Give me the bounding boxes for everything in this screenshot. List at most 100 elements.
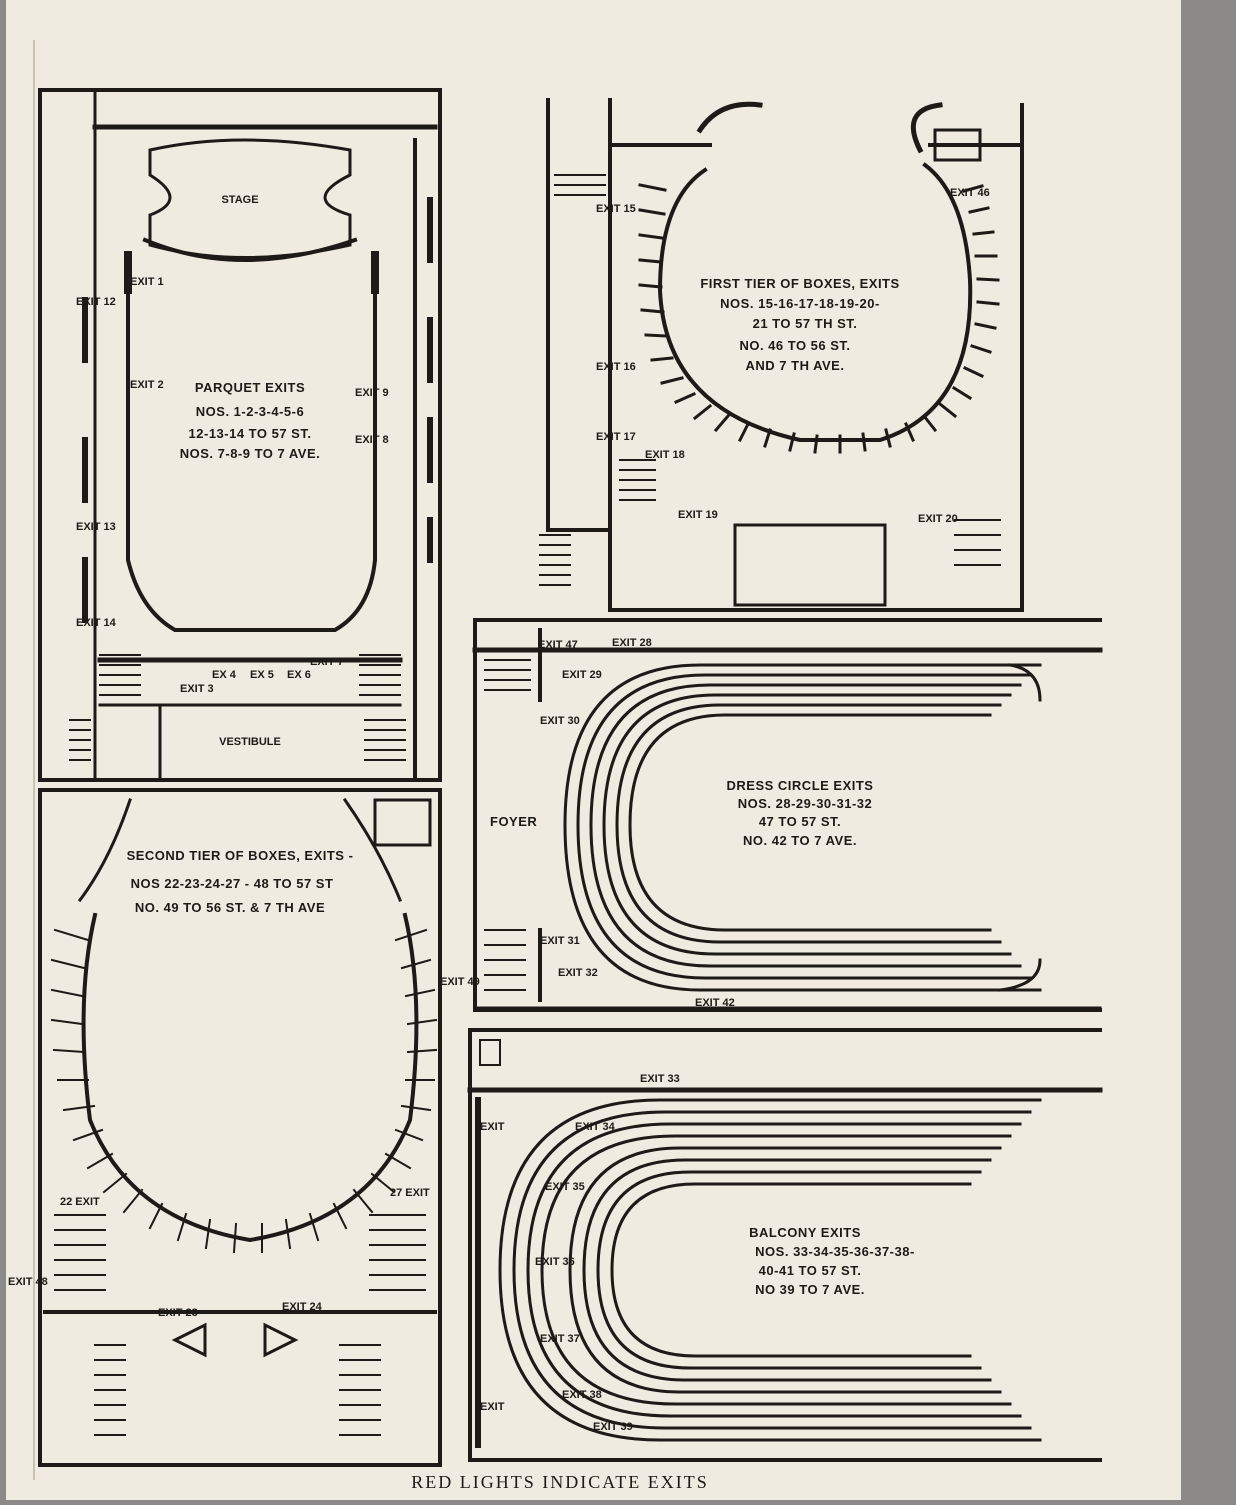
exit-23-label: EXIT 23: [158, 1307, 198, 1319]
exit-19-label: EXIT 19: [678, 509, 718, 521]
exit-31-label: EXIT 31: [540, 935, 580, 947]
exit-28-label: EXIT 28: [612, 637, 652, 649]
balcony-line-2: 40-41 TO 57 ST.: [759, 1263, 862, 1278]
exit-30-label: EXIT 30: [540, 715, 580, 727]
exit-34-label: EXIT 34: [575, 1121, 616, 1133]
first-tier-proscenium: [696, 101, 943, 154]
balcony-walls: [468, 1028, 1102, 1462]
exit-17-label: EXIT 17: [596, 431, 636, 443]
dress-circle-rows: [563, 663, 1042, 992]
stage-label: STAGE: [221, 194, 258, 206]
dress-circle-line-2: 47 TO 57 ST.: [759, 814, 841, 829]
first-tier-stairs: [539, 174, 1001, 586]
exit-7-label: EXIT 7: [310, 656, 344, 668]
exit-49-label: EXIT 49: [440, 976, 480, 988]
exit-37-label: EXIT 37: [540, 1333, 580, 1345]
exit-46-label: EXIT 46: [950, 187, 990, 199]
exit-4-label: EX 4: [212, 669, 237, 681]
first-tier-box-front: [657, 162, 973, 442]
proscenium-arch: [142, 237, 358, 262]
first-tier-title: FIRST TIER OF BOXES, EXITS: [700, 276, 899, 291]
exit-6-label: EX 6: [287, 669, 311, 681]
parquet-plan: [38, 88, 442, 782]
exit-47-label: EXIT 47: [538, 639, 578, 651]
page-footer: RED LIGHTS INDICATE EXITS: [411, 1472, 708, 1492]
second-tier-title: SECOND TIER OF BOXES, EXITS -: [127, 848, 354, 863]
second-tier-outer-wall: [38, 788, 442, 1467]
exit-15-label: EXIT 15: [596, 203, 636, 215]
dress-circle-walls: [473, 618, 1102, 1012]
balcony-corner-room: [479, 1039, 501, 1066]
paper-sheet: [6, 0, 1181, 1500]
first-tier-box-corner: [933, 128, 982, 162]
first-tier-line-2: 21 TO 57 TH ST.: [753, 316, 858, 331]
exit-2-label: EXIT 2: [130, 379, 164, 391]
parquet-line-1: NOS. 1-2-3-4-5-6: [196, 404, 304, 419]
balcony-line-1: NOS. 33-34-35-36-37-38-: [755, 1244, 915, 1259]
parquet-seating-outline: [126, 288, 377, 632]
foyer-label: FOYER: [490, 814, 537, 829]
second-tier-ramps: [171, 1322, 299, 1358]
first-tier-box-partitions: [638, 183, 1000, 454]
second-tier-labels: SECOND TIER OF BOXES, EXITS - NOS 22-23-…: [8, 848, 480, 1319]
exit-48-label: EXIT 48: [8, 1276, 48, 1288]
parquet-labels: STAGE VESTIBULE PARQUET EXITS NOS. 1-2-3…: [76, 194, 389, 748]
exit-1-label: EXIT 1: [130, 276, 164, 288]
second-tier-stairs: [54, 1214, 426, 1291]
exit-39-label: EXIT 39: [593, 1421, 633, 1433]
dress-circle-row-ends: [998, 663, 1042, 992]
vestibule-label: VESTIBULE: [219, 736, 281, 748]
dress-circle-stairs: [484, 649, 531, 991]
exit-9-label: EXIT 9: [355, 387, 389, 399]
dress-circle-line-1: NOS. 28-29-30-31-32: [738, 796, 873, 811]
exit-3-label: EXIT 3: [180, 683, 214, 695]
balcony-line-3: NO 39 TO 7 AVE.: [755, 1282, 865, 1297]
dress-circle-line-3: NO. 42 TO 7 AVE.: [743, 833, 857, 848]
first-tier-plan: [539, 98, 1024, 612]
vestibule-stairs: [69, 719, 406, 761]
second-tier-line-2: NO. 49 TO 56 ST. & 7 TH AVE: [135, 900, 325, 915]
second-tier-line-1: NOS 22-23-24-27 - 48 TO 57 ST: [131, 876, 334, 891]
first-tier-labels: FIRST TIER OF BOXES, EXITS NOS. 15-16-17…: [596, 187, 990, 525]
exit-42-label: EXIT 42: [695, 997, 735, 1009]
second-tier-corner-room: [373, 798, 432, 847]
exit-33-label: EXIT 33: [640, 1073, 680, 1085]
parquet-title: PARQUET EXITS: [195, 380, 305, 395]
exit-16-label: EXIT 16: [596, 361, 636, 373]
second-tier-plan: [38, 788, 442, 1467]
parquet-line-3: NOS. 7-8-9 TO 7 AVE.: [180, 446, 321, 461]
parquet-stairs: [99, 654, 401, 696]
backdrop: [1181, 0, 1236, 1500]
exit-24-label: EXIT 24: [282, 1301, 323, 1313]
first-tier-line-4: AND 7 TH AVE.: [746, 358, 845, 373]
second-tier-lower-stairs: [94, 1344, 381, 1436]
exit-5-label: EX 5: [250, 669, 274, 681]
exit-20-label: EXIT 20: [918, 513, 958, 525]
balcony-plan: [467, 1028, 1103, 1462]
exit-14-label: EXIT 14: [76, 617, 117, 629]
exit-38-label: EXIT 38: [562, 1389, 602, 1401]
exit-29-label: EXIT 29: [562, 669, 602, 681]
exit-27-label: 27 EXIT: [390, 1187, 430, 1199]
exit-18-label: EXIT 18: [645, 449, 685, 461]
exit-36-label: EXIT 36: [535, 1256, 575, 1268]
exit-12-label: EXIT 12: [76, 296, 116, 308]
dress-circle-title: DRESS CIRCLE EXITS: [727, 778, 874, 793]
dress-circle-plan: [472, 618, 1103, 1012]
second-tier-proscenium: [77, 797, 402, 903]
balcony-rows: [498, 1098, 1042, 1442]
parquet-outer-wall: [38, 88, 442, 782]
balcony-labels: BALCONY EXITS NOS. 33-34-35-36-37-38- 40…: [480, 1073, 915, 1433]
exit-22-label: 22 EXIT: [60, 1196, 100, 1208]
first-tier-line-3: NO. 46 TO 56 ST.: [739, 338, 850, 353]
dress-circle-labels: FOYER DRESS CIRCLE EXITS NOS. 28-29-30-3…: [490, 637, 873, 1009]
parquet-side-exits: [82, 197, 433, 623]
exit-35-label: EXIT 35: [545, 1181, 585, 1193]
balcony-title: BALCONY EXITS: [749, 1225, 861, 1240]
second-tier-box-front: [81, 912, 419, 1243]
first-tier-line-1: NOS. 15-16-17-18-19-20-: [720, 296, 880, 311]
parquet-line-2: 12-13-14 TO 57 ST.: [189, 426, 312, 441]
exit-40-label: EXIT: [480, 1121, 505, 1133]
